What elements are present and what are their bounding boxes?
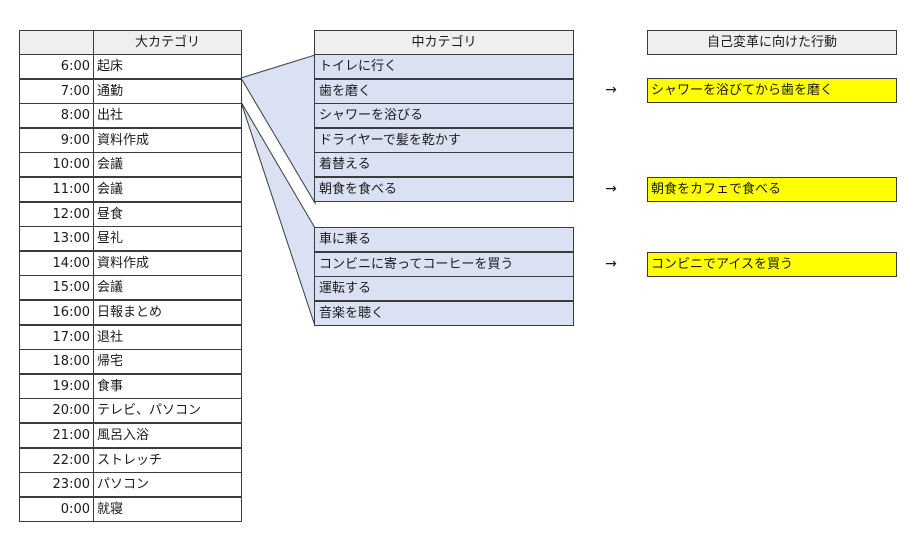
- time-cell: 15:00: [19, 275, 94, 300]
- activity-cell: 風呂入浴: [93, 423, 242, 448]
- time-cell: 22:00: [19, 448, 94, 473]
- middle-category-item: 着替える: [314, 152, 574, 177]
- time-cell: 7:00: [19, 79, 94, 104]
- activity-cell: 昼食: [93, 202, 242, 227]
- activity-cell: 通勤: [93, 79, 242, 104]
- major-category-header: 大カテゴリ: [93, 30, 242, 55]
- time-cell: 0:00: [19, 497, 94, 522]
- activity-cell: 会議: [93, 275, 242, 300]
- activity-cell: 資料作成: [93, 251, 242, 276]
- self-change-action-cell: シャワーを浴びてから歯を磨く: [647, 78, 897, 103]
- activity-cell: 出社: [93, 103, 242, 128]
- activity-cell: 日報まとめ: [93, 300, 242, 325]
- middle-category-item: 運転する: [314, 276, 574, 301]
- middle-category-item: 音楽を聴く: [314, 301, 574, 326]
- time-cell: 23:00: [19, 472, 94, 497]
- time-cell: 18:00: [19, 349, 94, 374]
- time-cell: 12:00: [19, 202, 94, 227]
- activity-cell: テレビ、パソコン: [93, 398, 242, 423]
- time-cell: 14:00: [19, 251, 94, 276]
- middle-category-item: トイレに行く: [314, 54, 574, 79]
- time-cell: 20:00: [19, 398, 94, 423]
- middle-category-item: シャワーを浴びる: [314, 103, 574, 128]
- time-cell: 16:00: [19, 300, 94, 325]
- activity-cell: 帰宅: [93, 349, 242, 374]
- time-cell: 11:00: [19, 177, 94, 202]
- time-cell: 17:00: [19, 325, 94, 350]
- right-arrow-icon: →: [605, 181, 617, 197]
- activity-cell: 就寝: [93, 497, 242, 522]
- time-header-cell: [19, 30, 94, 55]
- self-change-action-cell: 朝食をカフェで食べる: [647, 177, 897, 202]
- right-arrow-icon: →: [605, 82, 617, 98]
- right-arrow-icon: →: [605, 256, 617, 272]
- middle-category-item: 朝食を食べる: [314, 177, 574, 202]
- activity-cell: 昼礼: [93, 226, 242, 251]
- activity-cell: 資料作成: [93, 128, 242, 153]
- time-cell: 21:00: [19, 423, 94, 448]
- middle-category-item: コンビニに寄ってコーヒーを買う: [314, 252, 574, 277]
- time-cell: 8:00: [19, 103, 94, 128]
- time-cell: 10:00: [19, 152, 94, 177]
- self-change-action-header: 自己変革に向けた行動: [647, 30, 897, 55]
- activity-cell: ストレッチ: [93, 448, 242, 473]
- middle-category-item: ドライヤーで髪を乾かす: [314, 128, 574, 153]
- middle-category-item: 歯を磨く: [314, 79, 574, 104]
- activity-cell: 会議: [93, 177, 242, 202]
- middle-category-header: 中カテゴリ: [314, 30, 574, 55]
- time-cell: 13:00: [19, 226, 94, 251]
- activity-cell: 退社: [93, 325, 242, 350]
- activity-cell: 食事: [93, 374, 242, 399]
- time-cell: 19:00: [19, 374, 94, 399]
- time-cell: 9:00: [19, 128, 94, 153]
- middle-category-item: 車に乗る: [314, 227, 574, 252]
- activity-cell: パソコン: [93, 472, 242, 497]
- activity-cell: 会議: [93, 152, 242, 177]
- time-cell: 6:00: [19, 54, 94, 79]
- self-change-action-cell: コンビニでアイスを買う: [647, 252, 897, 277]
- activity-cell: 起床: [93, 54, 242, 79]
